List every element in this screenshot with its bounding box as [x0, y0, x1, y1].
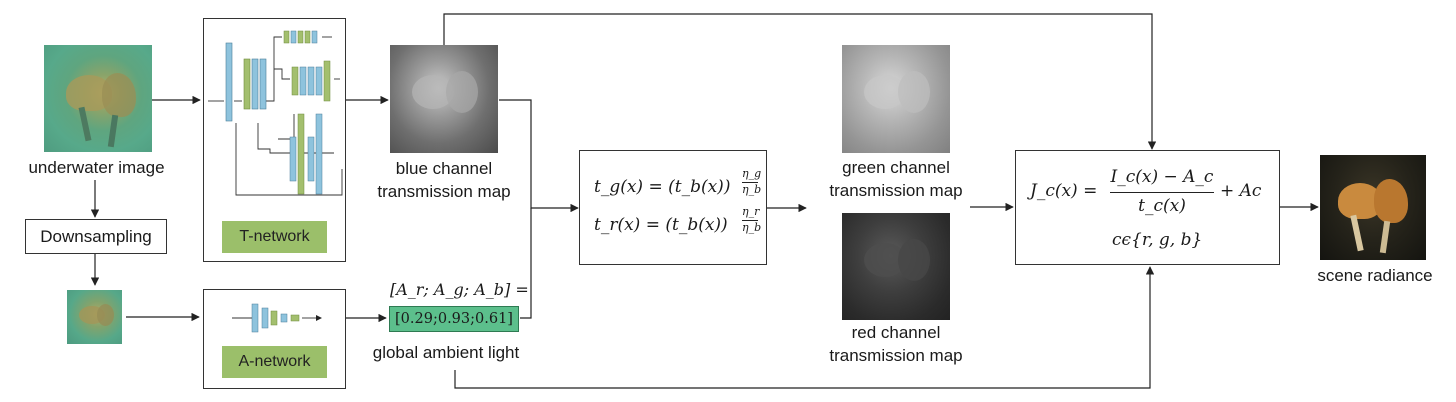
equation-tr-exp-den: η_b [742, 221, 762, 234]
equation-tg-lhs: t_g(x) = (t_b(x)) [594, 177, 731, 197]
underwater-image-caption: underwater image [28, 158, 165, 177]
a-network-box: A-network [203, 289, 346, 389]
equation-tr-exp-num: η_r [742, 205, 760, 218]
ambient-caption: global ambient light [372, 343, 520, 362]
equation-jc-domain: cϵ{r, g, b} [1112, 230, 1203, 250]
equation-tr-lhs: t_r(x) = (t_b(x)) [594, 215, 728, 235]
blue-map-caption-line1: blue channel [395, 159, 493, 178]
arrow-bluemap-bypass-to-jbox [443, 13, 1157, 150]
equation-tg-exp-den: η_b [742, 183, 762, 196]
line-ambient-to-join [520, 208, 532, 319]
blue-transmission-map [390, 45, 498, 153]
a-network-diagram [232, 303, 322, 333]
red-map-caption-line1: red channel [851, 323, 941, 342]
equation-tr: t_r(x) = (t_b(x)) η_r η_b [594, 205, 761, 235]
ambient-expression: [A_r; A_g; A_b] = [390, 280, 529, 299]
equation-jc-denominator: t_c(x) [1138, 196, 1186, 216]
red-map-caption-line2: transmission map [829, 346, 963, 365]
blue-map-caption-line2: transmission map [377, 182, 511, 201]
red-transmission-map [842, 213, 950, 320]
scene-radiance-equation-box: J_c(x) = I_c(x) − A_c t_c(x) + Ac cϵ{r, … [1015, 150, 1280, 265]
scene-radiance-image [1320, 155, 1426, 260]
underwater-image [44, 45, 152, 152]
equation-tg: t_g(x) = (t_b(x)) η_g η_b [594, 167, 761, 197]
downsampling-box: Downsampling [25, 219, 167, 254]
equation-tg-exp-num: η_g [742, 167, 762, 180]
downsampled-image [67, 290, 122, 344]
arrow-bluemap-to-equations [499, 99, 579, 213]
t-network-diagram [208, 30, 343, 196]
arrow-ambient-bypass-to-jbox [454, 266, 1155, 389]
downsampling-label: Downsampling [40, 227, 152, 246]
green-map-caption-line1: green channel [842, 158, 950, 177]
a-network-label: A-network [222, 346, 327, 378]
transmission-equations-box: t_g(x) = (t_b(x)) η_g η_b t_r(x) = (t_b(… [579, 150, 767, 265]
green-transmission-map [842, 45, 950, 153]
t-network-box: T-network [203, 18, 346, 262]
ambient-values: [0.29;0.93;0.61] [389, 306, 519, 332]
t-network-label: T-network [222, 221, 327, 253]
equation-jc-tail: + Ac [1220, 181, 1262, 201]
equation-jc-numerator: I_c(x) − A_c [1110, 167, 1214, 187]
scene-radiance-caption: scene radiance [1317, 266, 1433, 285]
green-map-caption-line2: transmission map [829, 181, 963, 200]
equation-jc-lhs: J_c(x) = [1030, 181, 1098, 201]
